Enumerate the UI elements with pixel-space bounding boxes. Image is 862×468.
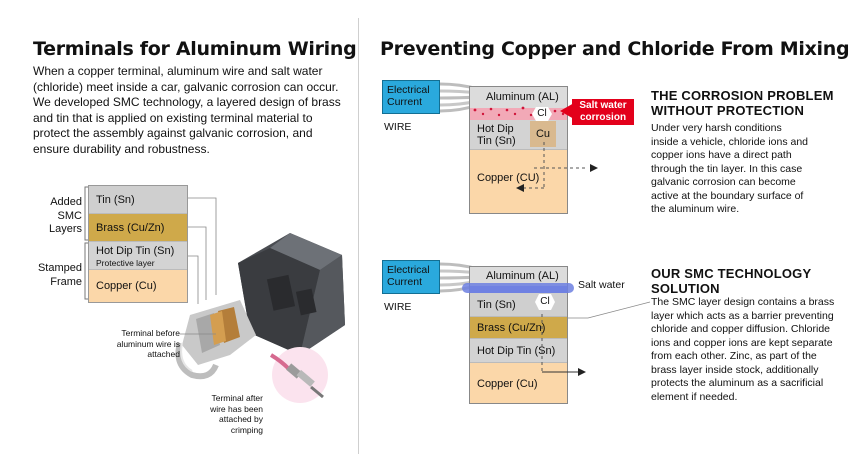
bottom-desc-line-1: The SMC layer design contains a brass	[651, 296, 835, 308]
bottom-copper-layer: Copper (Cu)	[470, 363, 567, 403]
top-wire-word: WIRE	[384, 121, 412, 133]
top-salt-tag: Salt water corrosion	[572, 99, 634, 125]
bottom-dashed-arrow	[541, 314, 586, 376]
brace-stamped-line-1: Stamped	[37, 262, 82, 274]
top-desc-line-2: inside a vehicle, chloride ions and	[651, 135, 809, 148]
bottom-leader-line	[568, 301, 651, 319]
top-desc-line-3: copper ions have a direct path	[651, 149, 792, 161]
bottom-wire-label-2: Current	[387, 276, 423, 288]
bottom-aluminum-label: Aluminum (AL)	[486, 270, 559, 282]
bottom-heading-line-1: OUR SMC TECHNOLOGY	[651, 266, 812, 281]
caption-after-line-3: attached by	[219, 414, 263, 424]
top-hotdip-line-2: Tin (Sn)	[477, 135, 516, 147]
right-title: Preventing Copper and Chloride From Mixi…	[380, 38, 850, 60]
top-desc-line-6: active at the boundary surface of	[651, 189, 804, 202]
bottom-desc-line-3: chloride and copper diffusion. Chloride	[651, 323, 831, 335]
bottom-salt-label: Salt water	[578, 279, 625, 291]
top-hotdip-line-1: Hot Dip	[477, 123, 514, 135]
bottom-desc-line-6: brass layer inside stock, additionally	[651, 363, 819, 376]
top-description: Under very harsh conditions inside a veh…	[651, 122, 851, 217]
layer-tin: Tin (Sn)	[89, 186, 187, 214]
bottom-heading-line-2: SOLUTION	[651, 281, 720, 296]
stamped-frame-label: Stamped Frame	[22, 262, 82, 289]
column-divider	[358, 18, 359, 454]
bottom-brass-layer: Brass (Cu/Zn)	[470, 317, 567, 339]
bottom-salt-water-band	[462, 283, 574, 293]
bottom-description: The SMC layer design contains a brass la…	[651, 296, 856, 404]
bottom-desc-line-4: ions and copper ions are kept separate	[651, 336, 833, 349]
top-heading-line-2: WITHOUT PROTECTION	[651, 103, 805, 118]
caption-after-line-2: wire has been	[210, 403, 263, 414]
top-desc-line-4: through the tin layer. In this case	[651, 162, 803, 175]
bottom-wire-word: WIRE	[384, 301, 412, 313]
caption-after-line-1: Terminal after	[211, 393, 264, 403]
left-title: Terminals for Aluminum Wiring	[33, 38, 357, 60]
bottom-wire-label-1: Electrical	[387, 264, 430, 276]
bottom-heading: OUR SMC TECHNOLOGY SOLUTION	[651, 266, 811, 296]
top-dashed-arrow	[516, 142, 598, 192]
top-salt-arrow	[560, 103, 574, 119]
top-wire-label-2: Current	[387, 96, 423, 108]
top-heading: THE CORROSION PROBLEM WITHOUT PROTECTION	[651, 88, 834, 118]
brace-lines	[84, 186, 90, 300]
leader-lines	[188, 197, 217, 304]
brace-added-line-1: Added	[50, 196, 82, 208]
caption-before: Terminal before aluminum wire is attache…	[100, 328, 180, 360]
layer-brass: Brass (Cu/Zn)	[89, 214, 187, 242]
top-aluminum-layer: Aluminum (AL)	[470, 87, 567, 108]
layer-hotdip-label: Hot Dip Tin (Sn)	[96, 245, 175, 257]
layer-copper: Copper (Cu)	[89, 270, 187, 302]
top-aluminum-label: Aluminum (AL)	[486, 91, 559, 103]
layer-brass-label: Brass (Cu/Zn)	[96, 222, 165, 234]
top-copper-label: Copper (CU)	[477, 172, 540, 184]
top-desc-line-7: the aluminum wire.	[651, 203, 740, 215]
bottom-tin-label: Tin (Sn)	[477, 299, 516, 311]
layer-tin-label: Tin (Sn)	[96, 194, 135, 206]
bottom-hotdip-layer: Hot Dip Tin (Sn)	[470, 339, 567, 363]
top-cu-ion: Cu	[530, 121, 556, 147]
top-wire-box: Electrical Current	[382, 80, 440, 114]
bottom-desc-line-2: layer which acts as a barrier preventing	[651, 309, 834, 322]
bottom-brass-label: Brass (Cu/Zn)	[477, 322, 546, 334]
top-heading-line-1: THE CORROSION PROBLEM	[651, 88, 834, 103]
bottom-desc-line-8: element if needed.	[651, 390, 738, 403]
crimped-terminal-illustration	[269, 347, 328, 403]
caption-after-line-4: crimping	[230, 424, 263, 435]
bottom-desc-line-7: protects the aluminum as a sacrificial	[651, 377, 824, 389]
caption-before-line-2: aluminum wire is	[116, 338, 180, 349]
top-cl-ion: Cl	[532, 107, 552, 121]
bottom-aluminum-layer: Aluminum (AL)	[470, 267, 567, 286]
bottom-cl-ion: Cl	[535, 294, 555, 310]
left-intro: When a copper terminal, aluminum wire an…	[33, 64, 341, 156]
top-desc-line-1: Under very harsh conditions	[651, 122, 782, 134]
brace-added-line-2: SMC	[57, 209, 82, 222]
caption-after: Terminal after wire has been attached by…	[193, 393, 263, 435]
top-copper-layer: Copper (CU)	[470, 150, 567, 213]
brace-stamped-line-2: Frame	[50, 275, 82, 288]
top-corrosion-dots	[473, 106, 565, 117]
caption-before-leader	[180, 333, 216, 335]
added-smc-layers-label: Added SMC Layers	[22, 196, 82, 237]
top-desc-line-5: galvanic corrosion can become	[651, 176, 796, 188]
top-salt-tag-line-1: Salt water	[579, 100, 627, 111]
layer-hotdip-sublabel: Protective layer	[96, 258, 155, 268]
bottom-copper-label: Copper (Cu)	[477, 378, 538, 390]
left-layer-stack: Tin (Sn) Brass (Cu/Zn) Hot Dip Tin (Sn) …	[88, 185, 188, 303]
layer-copper-label: Copper (Cu)	[96, 280, 157, 292]
bottom-desc-line-5: from each other. Zinc, as part of the	[651, 350, 817, 362]
terminal-connector-illustration	[175, 233, 345, 380]
top-wire-label-1: Electrical	[387, 84, 430, 96]
layer-hotdip: Hot Dip Tin (Sn) Protective layer	[89, 242, 187, 270]
top-salt-tag-line-2: corrosion	[579, 112, 627, 123]
bottom-hotdip-label: Hot Dip Tin (Sn)	[477, 345, 556, 357]
brace-added-line-3: Layers	[48, 223, 82, 235]
caption-before-line-1: Terminal before	[121, 328, 180, 338]
caption-before-line-3: attached	[147, 349, 180, 359]
bottom-wire-box: Electrical Current	[382, 260, 440, 294]
